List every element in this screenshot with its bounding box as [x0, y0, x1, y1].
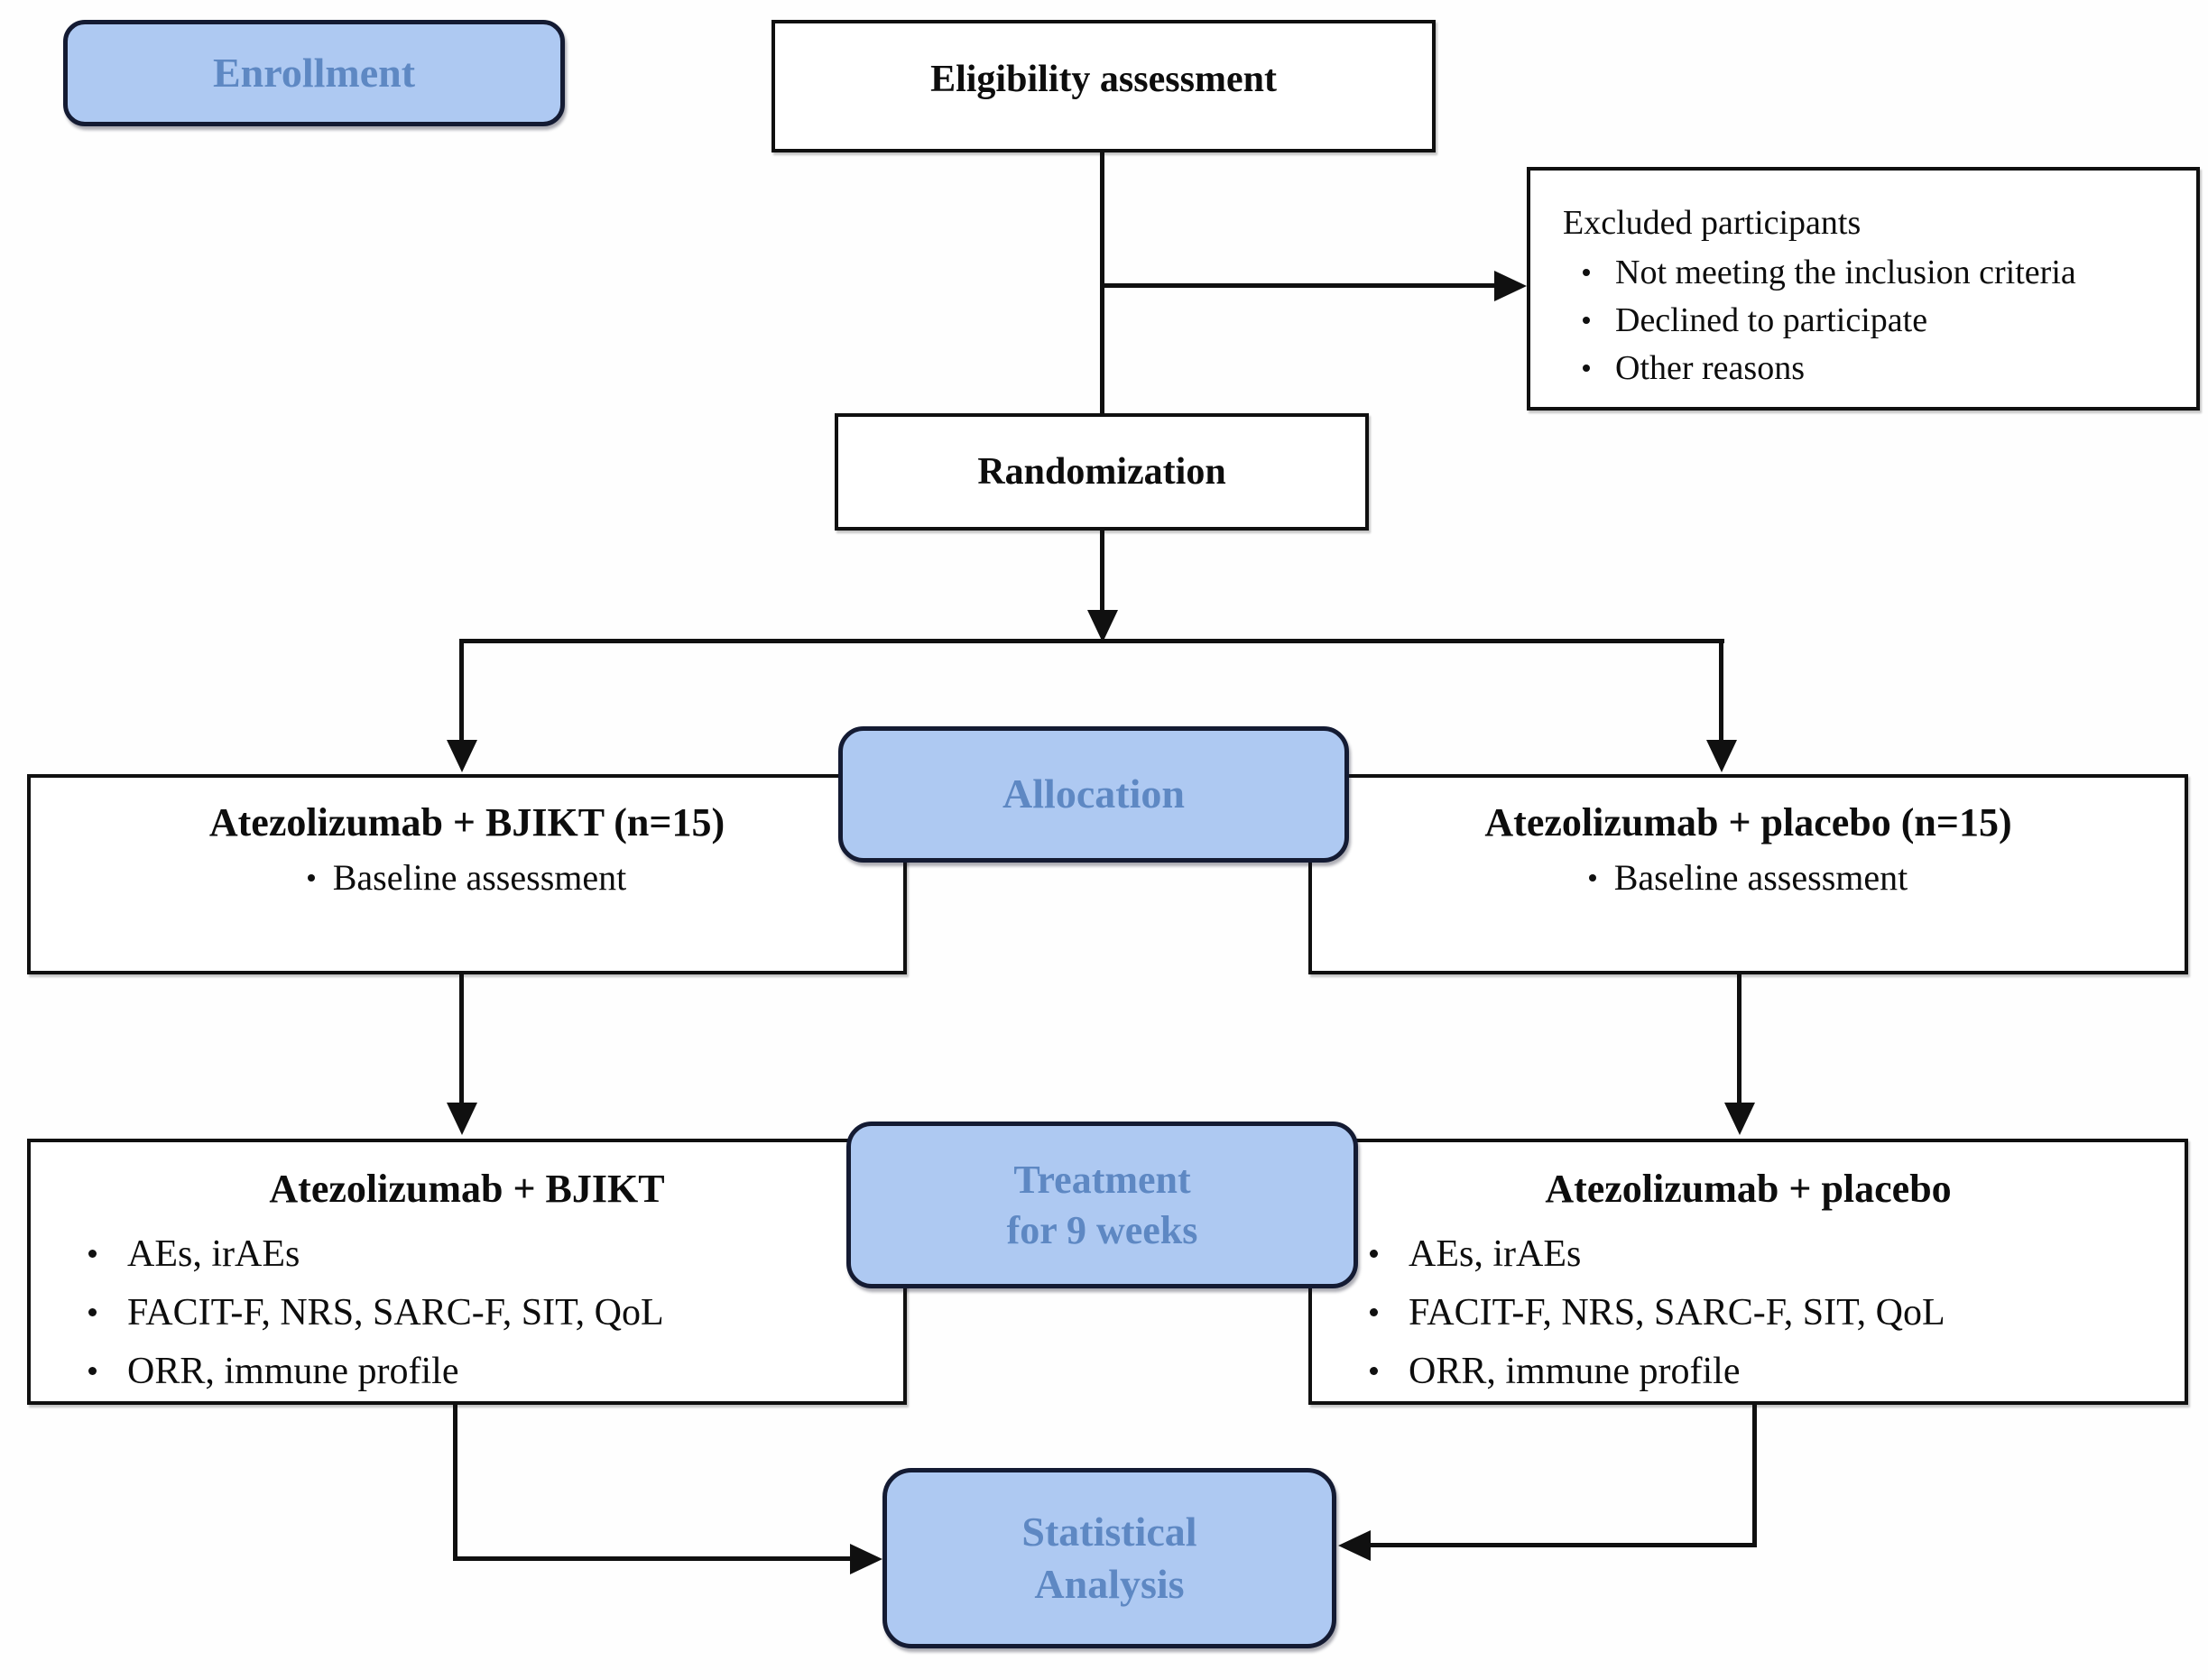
allocation-pill: Allocation [838, 726, 1349, 863]
list-item: Baseline assessment [307, 856, 627, 899]
treatment-label-line1: Treatment [1013, 1157, 1191, 1202]
bullet-icon [1583, 316, 1590, 324]
list-item: ORR, immune profile [1370, 1342, 2185, 1400]
treatment-right-bullet-3: ORR, immune profile [1409, 1350, 1741, 1392]
bullet-icon [88, 1367, 97, 1375]
excluded-box: Excluded participants Not meeting the in… [1527, 167, 2200, 411]
bullet-icon [1588, 873, 1596, 882]
connector-eligibility-randomization [1100, 151, 1104, 415]
allocation-left-box: Atezolizumab + BJIKT (n=15) Baseline ass… [27, 774, 907, 974]
allocation-label: Allocation [1002, 771, 1185, 817]
connector-branch-right-arm [1719, 639, 1723, 742]
treatment-left-title: Atezolizumab + BJIKT [269, 1167, 665, 1211]
excluded-bullet-2: Declined to participate [1615, 300, 1928, 339]
arrowhead-branch-icon [1087, 610, 1118, 642]
arrowhead-left-allocation-icon [447, 740, 477, 772]
connector-to-excluded [1100, 283, 1494, 288]
arrowhead-left-treatment-icon [447, 1103, 477, 1135]
treatment-right-bullet-1: AEs, irAEs [1409, 1232, 1582, 1275]
list-item: FACIT-F, NRS, SARC-F, SIT, QoL [88, 1283, 903, 1342]
allocation-right-bullet: Baseline assessment [1613, 857, 1908, 898]
statistics-label-line2: Analysis [1034, 1561, 1185, 1607]
allocation-left-bullet: Baseline assessment [332, 857, 627, 898]
connector-branch-left-arm [459, 639, 464, 742]
bullet-icon [1583, 364, 1590, 372]
list-item: Declined to participate [1583, 296, 2178, 344]
randomization-title: Randomization [977, 451, 1226, 493]
connector-right-treatment-stats-h [1371, 1543, 1755, 1547]
allocation-left-title: Atezolizumab + BJIKT (n=15) [208, 800, 725, 845]
treatment-left-bullet-3: ORR, immune profile [127, 1350, 459, 1392]
excluded-bullet-list: Not meeting the inclusion criteria Decli… [1563, 248, 2178, 392]
treatment-left-bullet-2: FACIT-F, NRS, SARC-F, SIT, QoL [127, 1291, 664, 1334]
connector-left-treatment-stats-v [453, 1401, 457, 1561]
bullet-icon [88, 1250, 97, 1258]
treatment-pill: Treatment for 9 weeks [846, 1122, 1358, 1288]
bullet-icon [1370, 1250, 1378, 1258]
list-item: Other reasons [1583, 344, 2178, 392]
arrowhead-right-allocation-icon [1706, 740, 1737, 772]
bullet-icon [307, 873, 315, 882]
list-item: FACIT-F, NRS, SARC-F, SIT, QoL [1370, 1283, 2185, 1342]
arrowhead-excluded-icon [1494, 271, 1527, 301]
allocation-right-title: Atezolizumab + placebo (n=15) [1484, 800, 2012, 845]
enrollment-pill: Enrollment [63, 20, 565, 126]
excluded-title: Excluded participants [1563, 204, 1862, 242]
treatment-right-box: Atezolizumab + placebo AEs, irAEs FACIT-… [1308, 1139, 2188, 1405]
bullet-icon [1583, 268, 1590, 276]
list-item: AEs, irAEs [1370, 1224, 2185, 1283]
bullet-icon [1370, 1308, 1378, 1316]
connector-randomization-branch [1100, 529, 1104, 612]
connector-left-treatment-stats-h [453, 1556, 850, 1561]
arrowhead-stats-left-icon [850, 1544, 882, 1574]
treatment-left-bullet-1: AEs, irAEs [127, 1232, 300, 1275]
connector-left-allocation-treatment [459, 974, 464, 1104]
list-item: Baseline assessment [1588, 856, 1908, 899]
statistics-label-line1: Statistical [1021, 1508, 1197, 1555]
arrowhead-stats-right-icon [1338, 1530, 1371, 1561]
connector-right-treatment-stats-v [1752, 1401, 1757, 1547]
eligibility-title: Eligibility assessment [930, 58, 1277, 100]
excluded-bullet-1: Not meeting the inclusion criteria [1615, 253, 2076, 291]
treatment-right-bullet-2: FACIT-F, NRS, SARC-F, SIT, QoL [1409, 1291, 1945, 1334]
bullet-icon [1370, 1367, 1378, 1375]
enrollment-label: Enrollment [212, 49, 416, 96]
bullet-icon [88, 1308, 97, 1316]
treatment-right-title: Atezolizumab + placebo [1545, 1167, 1952, 1211]
list-item: Not meeting the inclusion criteria [1583, 248, 2178, 296]
connector-right-allocation-treatment [1737, 974, 1741, 1104]
excluded-bullet-3: Other reasons [1615, 348, 1805, 387]
arrowhead-right-treatment-icon [1724, 1103, 1755, 1135]
list-item: AEs, irAEs [88, 1224, 903, 1283]
treatment-label-line2: for 9 weeks [1006, 1207, 1198, 1252]
statistical-analysis-pill: Statistical Analysis [882, 1468, 1336, 1648]
list-item: ORR, immune profile [88, 1342, 903, 1400]
treatment-left-bullet-list: AEs, irAEs FACIT-F, NRS, SARC-F, SIT, Qo… [31, 1224, 903, 1400]
treatment-right-bullet-list: AEs, irAEs FACIT-F, NRS, SARC-F, SIT, Qo… [1312, 1224, 2185, 1400]
allocation-right-box: Atezolizumab + placebo (n=15) Baseline a… [1308, 774, 2188, 974]
eligibility-box: Eligibility assessment [771, 20, 1436, 152]
randomization-box: Randomization [835, 413, 1369, 531]
treatment-left-box: Atezolizumab + BJIKT AEs, irAEs FACIT-F,… [27, 1139, 907, 1405]
